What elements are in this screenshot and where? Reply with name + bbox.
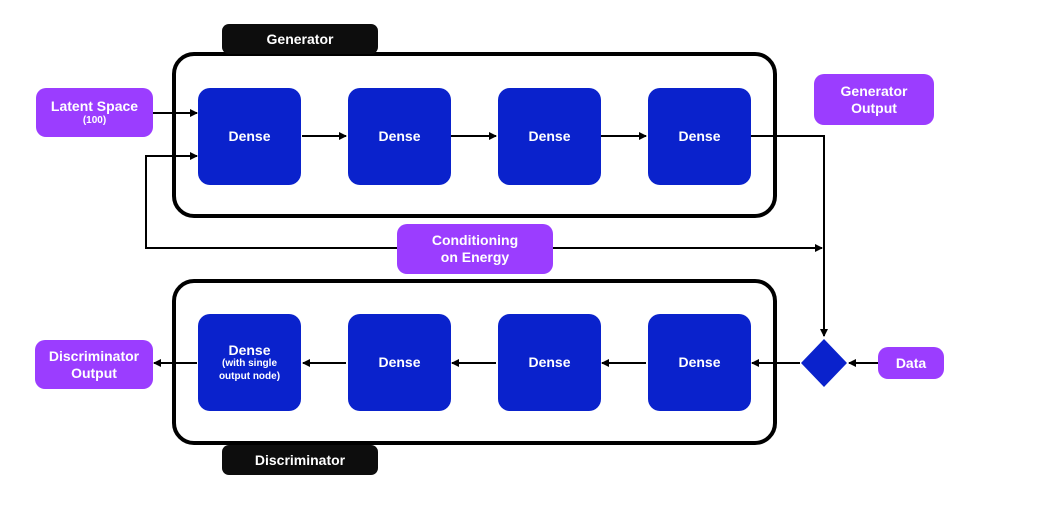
discriminator-title-tab: Discriminator [222, 445, 378, 475]
generator-output-label: Generator Output [814, 74, 934, 125]
generator-dense-2-label: Dense [378, 128, 421, 145]
conditioning-line2: on Energy [440, 249, 510, 265]
generator-dense-4-label: Dense [678, 128, 721, 145]
discriminator-dense-1: Dense (with single output node) [198, 314, 301, 411]
data-label: Data [895, 354, 927, 371]
generator-dense-4: Dense [648, 88, 751, 185]
discriminator-dense-1-label: Dense [228, 341, 271, 358]
discriminator-dense-1-sublabel: (with single output node) [218, 358, 281, 382]
merge-diamond [801, 339, 847, 387]
generator-title: Generator [266, 30, 334, 47]
generator-output-line2: Output [851, 99, 897, 116]
conditioning-line1: Conditioning [431, 232, 519, 249]
conditioning-on-energy-input: Conditioning on Energy [397, 224, 553, 274]
generator-dense-3: Dense [498, 88, 601, 185]
latent-space-label: Latent Space [50, 98, 139, 115]
discriminator-dense-4: Dense [648, 314, 751, 411]
generator-output-line1: Generator [840, 82, 908, 99]
arrow-gen-output-to-merge [751, 135, 828, 337]
discriminator-dense-3-label: Dense [528, 354, 571, 371]
discriminator-output-label: Discriminator Output [35, 340, 153, 389]
latent-space-size: (100) [82, 114, 107, 126]
discriminator-dense-4-label: Dense [678, 354, 721, 371]
generator-dense-1: Dense [198, 88, 301, 185]
discriminator-title: Discriminator [254, 451, 346, 468]
generator-title-tab: Generator [222, 24, 378, 54]
discriminator-output-line1: Discriminator [48, 347, 140, 364]
data-input: Data [878, 347, 944, 379]
generator-dense-2: Dense [348, 88, 451, 185]
discriminator-dense-2: Dense [348, 314, 451, 411]
latent-space-input: Latent Space (100) [36, 88, 153, 137]
discriminator-dense-2-label: Dense [378, 354, 421, 371]
generator-dense-3-label: Dense [528, 128, 571, 145]
generator-dense-1-label: Dense [228, 128, 271, 145]
discriminator-output-line2: Output [71, 364, 117, 381]
discriminator-dense-3: Dense [498, 314, 601, 411]
